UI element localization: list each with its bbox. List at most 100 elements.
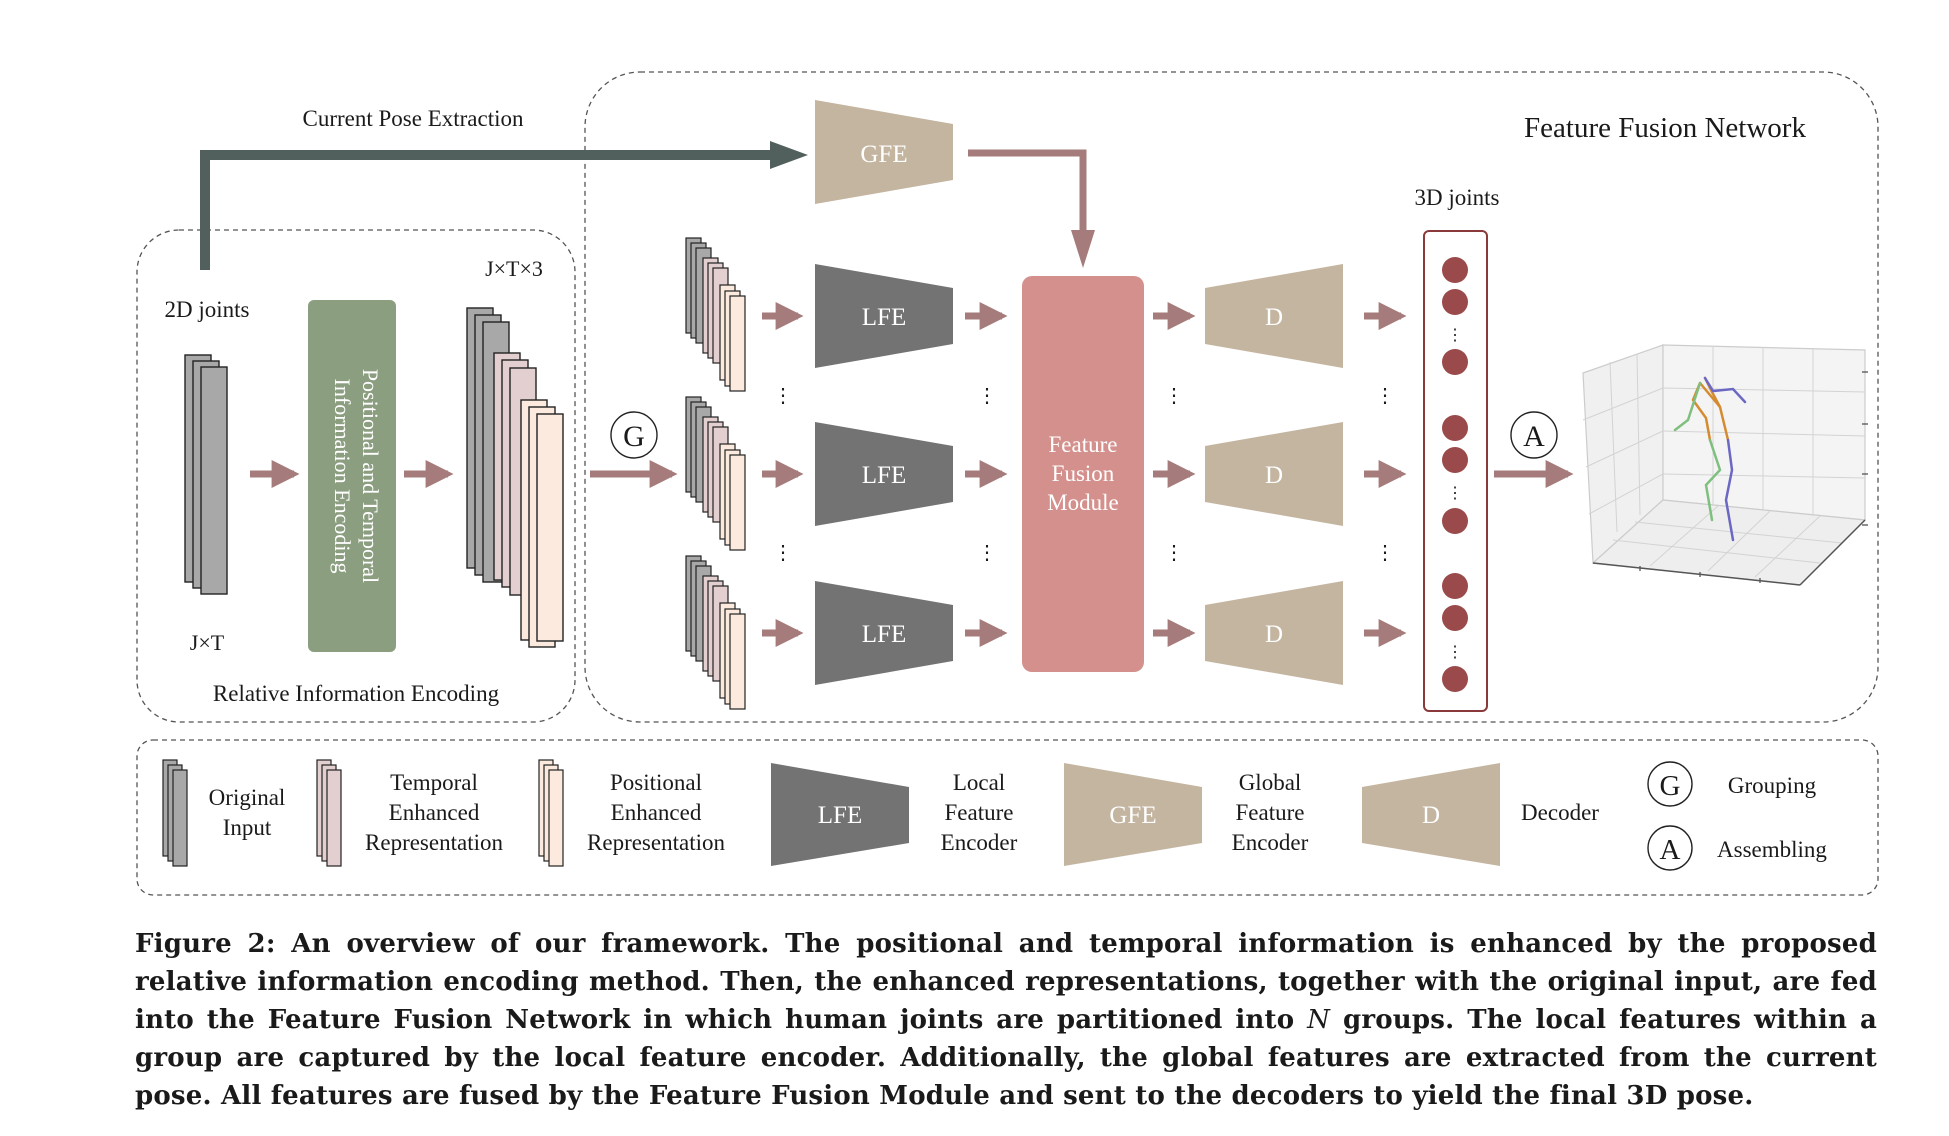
lfe-block-2 — [815, 422, 953, 526]
decoder-label-3: D — [1265, 621, 1283, 648]
pose-3d-plot — [1582, 344, 1868, 586]
vdots-ffm-right-1: ⋮ — [1164, 385, 1184, 407]
joints-2d-label: 2D joints — [165, 297, 250, 322]
legend-positional-icon — [538, 759, 564, 867]
decoder-block-3 — [1205, 581, 1343, 685]
decoder-block-1 — [1205, 264, 1343, 368]
vdots-ffm-left-2: ⋮ — [977, 542, 997, 564]
feature-fusion-network-frame — [584, 71, 1879, 723]
joint-dot — [1442, 415, 1468, 441]
caption-n-symbol: N — [1307, 1005, 1331, 1035]
legend-gfe-icon-label: GFE — [1109, 802, 1156, 829]
grouping-symbol — [610, 411, 658, 459]
legend-original-input-icon — [162, 759, 188, 867]
lfe-label-2: LFE — [862, 462, 906, 489]
legend-temporal-icon — [316, 759, 342, 867]
feature-fusion-module — [1022, 276, 1144, 672]
legend-temporal-label-3: Representation — [365, 830, 503, 855]
legend-assembling-symbol — [1647, 825, 1693, 871]
jt-label: J×T — [190, 630, 225, 655]
vdots-stacks-1: ⋮ — [773, 385, 793, 407]
joint-dot — [1442, 257, 1468, 283]
legend-original-input-label-2: Input — [223, 815, 272, 840]
caption-part-1: Figure 2: An overview of our framework. … — [135, 929, 1877, 1035]
joint-dot — [1442, 605, 1468, 631]
joint-dot — [1442, 666, 1468, 692]
vdots-joints-2: ⋮ — [1447, 485, 1463, 502]
lfe-block-3 — [815, 581, 953, 685]
arrow-gfe-to-ffm — [968, 149, 1087, 232]
legend-positional-label-3: Representation — [587, 830, 725, 855]
joint-dot — [1442, 447, 1468, 473]
current-pose-extraction-arrow — [200, 150, 775, 270]
legend-original-input-label-1: Original — [209, 785, 286, 810]
grouping-symbol-letter: G — [623, 420, 645, 453]
joint-dot — [1442, 349, 1468, 375]
positional-temporal-encoding-block — [308, 300, 396, 652]
vdots-ffm-left-1: ⋮ — [977, 385, 997, 407]
legend-temporal-label-2: Enhanced — [389, 800, 480, 825]
figure-caption: Figure 2: An overview of our framework. … — [135, 925, 1877, 1115]
vdots-ffm-right-2: ⋮ — [1164, 542, 1184, 564]
legend-lfe-name-2: Feature — [945, 800, 1014, 825]
jt3-label: J×T×3 — [485, 256, 543, 281]
decoder-label-2: D — [1265, 462, 1283, 489]
assembling-symbol-letter: A — [1523, 420, 1545, 453]
vdots-joints-1: ⋮ — [1447, 327, 1463, 344]
legend-positional-label-1: Positional — [610, 770, 702, 795]
legend-lfe-name-3: Encoder — [941, 830, 1018, 855]
group-stack-1 — [685, 237, 746, 392]
relative-information-encoding-title: Relative Information Encoding — [213, 681, 500, 706]
legend-frame — [136, 739, 1879, 896]
legend-decoder-name: Decoder — [1521, 800, 1599, 825]
joint-ellipses: ⋮ ⋮ ⋮ — [1447, 327, 1463, 661]
enhanced-representation-stack — [466, 307, 564, 648]
feature-fusion-module-label-2: Fusion — [1052, 461, 1115, 486]
caption-part-2: groups. The local features within a grou… — [135, 1005, 1878, 1111]
legend-lfe-icon-label: LFE — [818, 802, 862, 829]
positional-temporal-encoding-label-2: Information Encoding — [330, 379, 355, 574]
group-row-1: LFE D — [685, 237, 1407, 392]
assembling-symbol — [1510, 411, 1558, 459]
legend-assembling-name: Assembling — [1717, 837, 1827, 862]
relative-information-encoding-frame — [136, 229, 576, 723]
vdots-stacks-2: ⋮ — [773, 542, 793, 564]
vdots-joints-3: ⋮ — [1447, 644, 1463, 661]
joint-dot — [1442, 573, 1468, 599]
legend-grouping-name: Grouping — [1728, 773, 1817, 798]
joint-dot — [1442, 289, 1468, 315]
legend-decoder-icon — [1362, 763, 1500, 866]
group-row-2: LFE D — [685, 396, 1407, 551]
legend-gfe-name-1: Global — [1239, 770, 1302, 795]
legend-lfe-icon — [771, 763, 909, 866]
legend-temporal-label-1: Temporal — [390, 770, 478, 795]
feature-fusion-network-title: Feature Fusion Network — [1524, 112, 1806, 144]
vdots-decoders-1: ⋮ — [1375, 385, 1395, 407]
feature-fusion-module-label-1: Feature — [1049, 432, 1118, 457]
original-input-stack — [184, 354, 228, 595]
positional-temporal-encoding-label-1: Positional and Temporal — [358, 369, 383, 583]
lfe-label-3: LFE — [862, 621, 906, 648]
decoder-label-1: D — [1265, 304, 1283, 331]
group-stack-3 — [685, 555, 746, 710]
arrow-gfe-to-ffm-head — [1071, 230, 1095, 268]
current-pose-extraction-arrowhead — [770, 141, 808, 169]
legend-positional-label-2: Enhanced — [611, 800, 702, 825]
current-pose-extraction-label: Current Pose Extraction — [302, 106, 524, 131]
legend-grouping-symbol-letter: G — [1660, 770, 1681, 802]
lfe-label-1: LFE — [862, 304, 906, 331]
legend-gfe-icon — [1064, 763, 1202, 866]
group-stack-2 — [685, 396, 746, 551]
legend-assembling-symbol-letter: A — [1660, 834, 1681, 866]
joint-markers — [1442, 257, 1468, 692]
joints-3d-label: 3D joints — [1415, 185, 1500, 210]
feature-fusion-module-label-3: Module — [1047, 490, 1119, 515]
legend-grouping-symbol — [1647, 761, 1693, 807]
legend-gfe-name-2: Feature — [1236, 800, 1305, 825]
joint-dot — [1442, 508, 1468, 534]
legend-gfe-name-3: Encoder — [1232, 830, 1309, 855]
gfe-label: GFE — [860, 141, 907, 168]
row-ellipses: ⋮ ⋮ ⋮ ⋮ ⋮ ⋮ ⋮ ⋮ — [773, 385, 1395, 564]
vdots-decoders-2: ⋮ — [1375, 542, 1395, 564]
